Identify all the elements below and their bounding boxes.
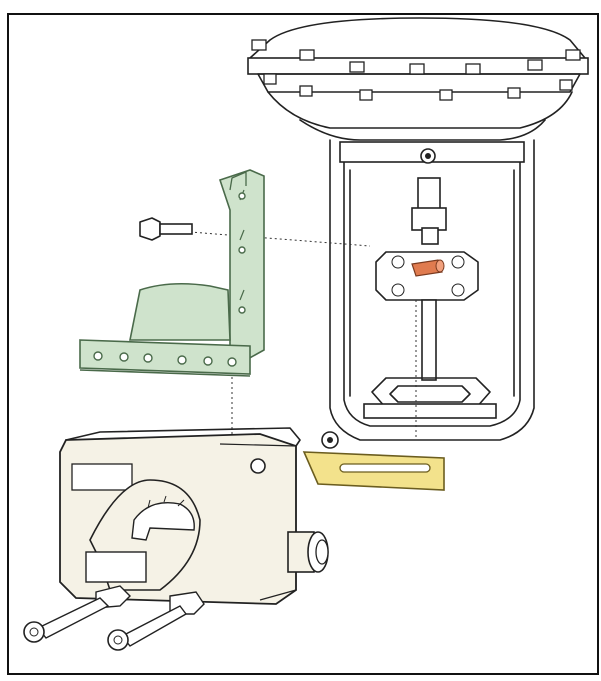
positioner-box <box>59 427 329 605</box>
alignment-lines <box>189 231 417 440</box>
stem-pin <box>411 259 445 277</box>
hex-bolt <box>139 217 193 241</box>
mounting-bolts <box>23 585 205 651</box>
actuator-housing <box>247 17 589 141</box>
yoke-frame <box>329 139 535 441</box>
mounting-bracket <box>79 169 265 377</box>
cable-gland <box>287 531 329 573</box>
feedback-lever <box>302 431 445 491</box>
